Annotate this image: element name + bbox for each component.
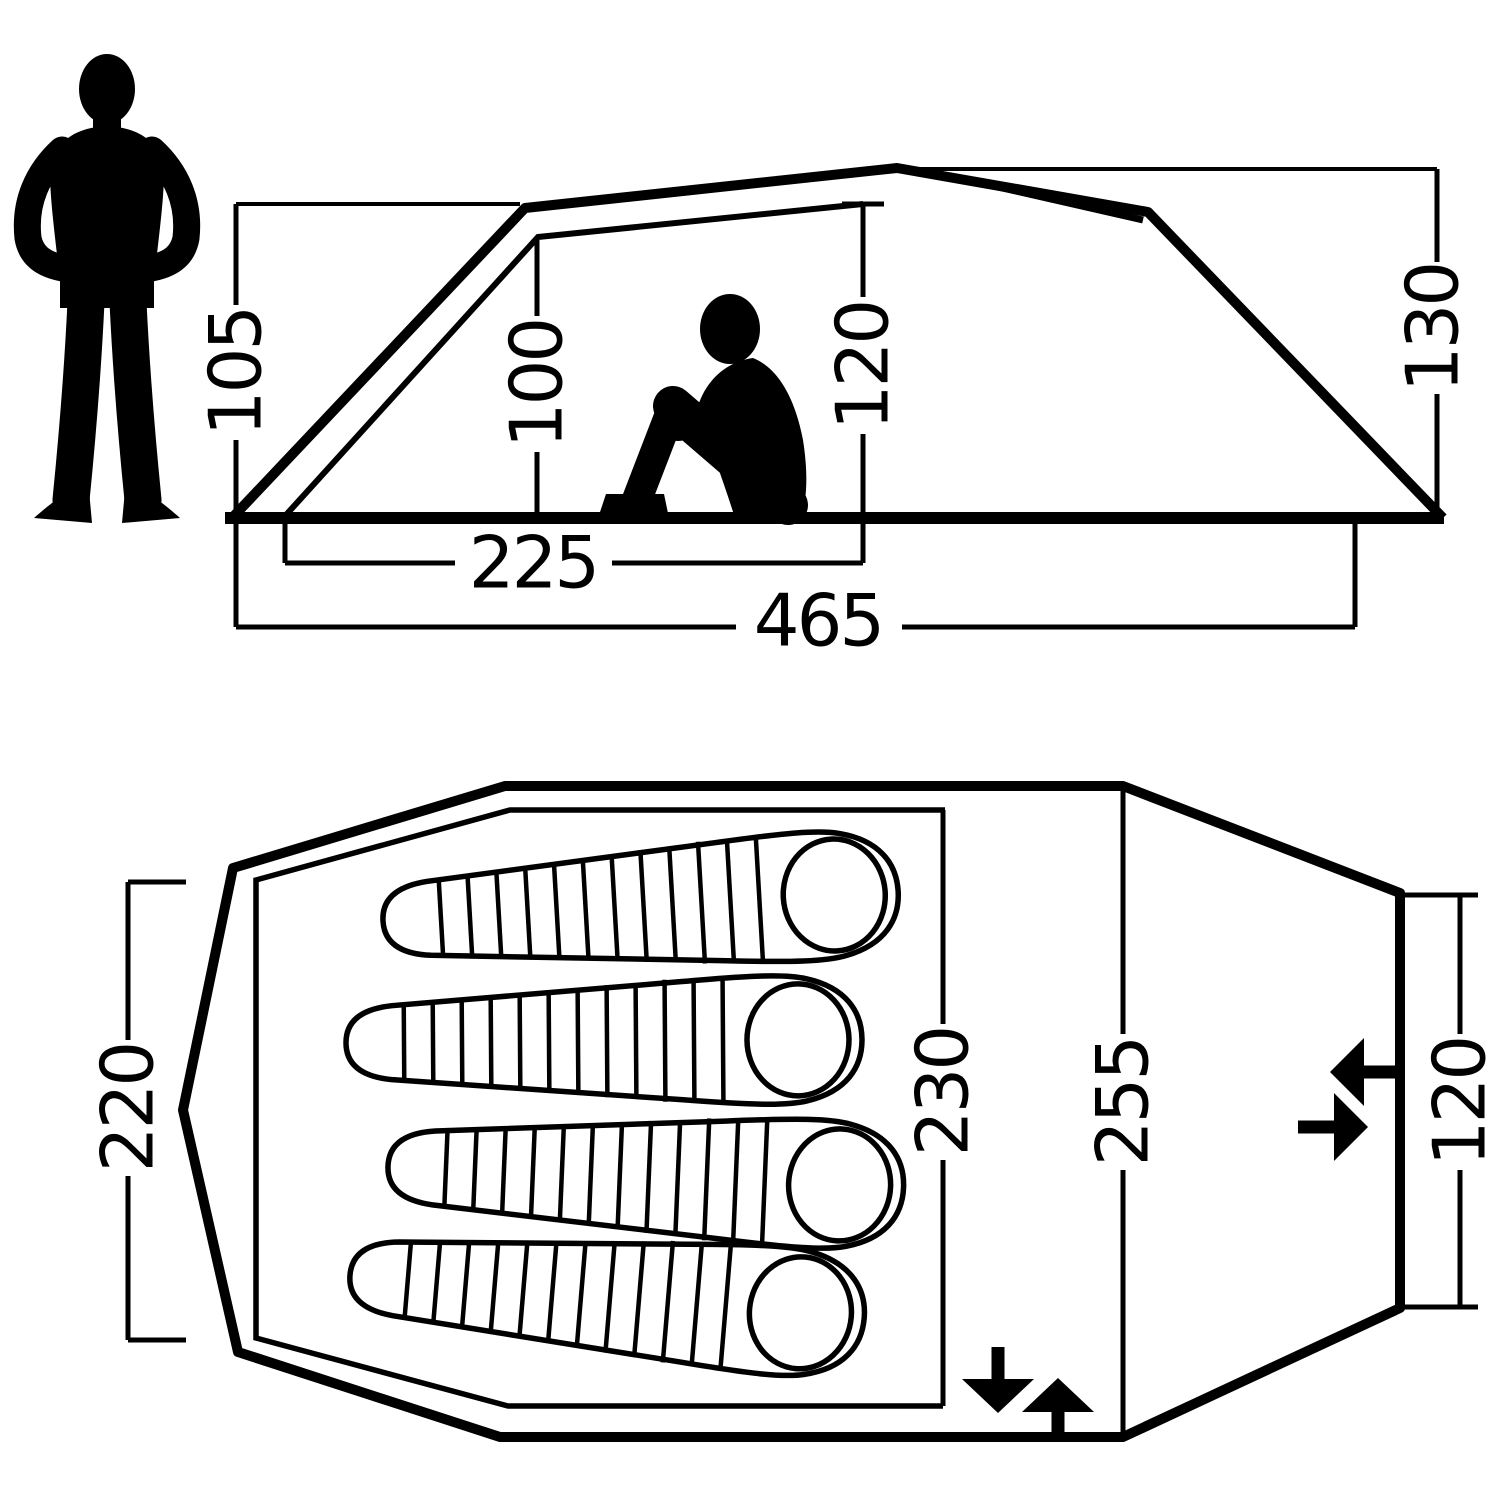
sleeping-bags	[345, 827, 907, 1382]
inner-height-rear-label: 120	[820, 302, 904, 430]
peak-height-label: 130	[1390, 264, 1474, 392]
inner-width-label: 230	[900, 1028, 984, 1156]
side-view: 105 100 120 130 225	[13, 54, 1474, 662]
dim-inner-height-rear	[842, 201, 884, 518]
outer-fly-outline	[228, 163, 1447, 522]
rear-width-label: 220	[85, 1044, 169, 1172]
dim-total-length	[233, 518, 1358, 630]
dim-rear-width	[125, 879, 186, 1343]
sleeping-bag-1	[379, 827, 902, 985]
dim-inner-length	[282, 518, 866, 566]
max-width-label: 255	[1080, 1038, 1164, 1166]
total-length-label: 465	[754, 578, 882, 662]
vestibule-height-label: 105	[193, 308, 277, 436]
sitting-person-silhouette	[598, 294, 808, 525]
dim-peak-height	[905, 167, 1440, 516]
standing-person-silhouette	[13, 54, 201, 523]
ridge-inner-line	[949, 172, 1144, 224]
entrance-direction-arrows-right	[1298, 1038, 1396, 1161]
floor-plan: 220 230 255 120	[85, 781, 1500, 1442]
plan-outer-outline	[178, 781, 1405, 1442]
door-width-label: 120	[1417, 1038, 1500, 1166]
sleeping-bag-3	[385, 1102, 906, 1252]
entrance-direction-arrows-bottom	[962, 1347, 1094, 1436]
inner-tent-outline	[282, 201, 864, 519]
inner-length-label: 225	[469, 520, 597, 604]
sleeping-bag-2	[346, 975, 863, 1107]
dim-vestibule-height	[233, 202, 520, 518]
plan-inner-cabin-outline	[253, 807, 945, 1409]
dim-door-width	[1404, 892, 1478, 1310]
inner-height-front-label: 100	[494, 320, 578, 448]
tent-side-profile	[225, 163, 1447, 524]
